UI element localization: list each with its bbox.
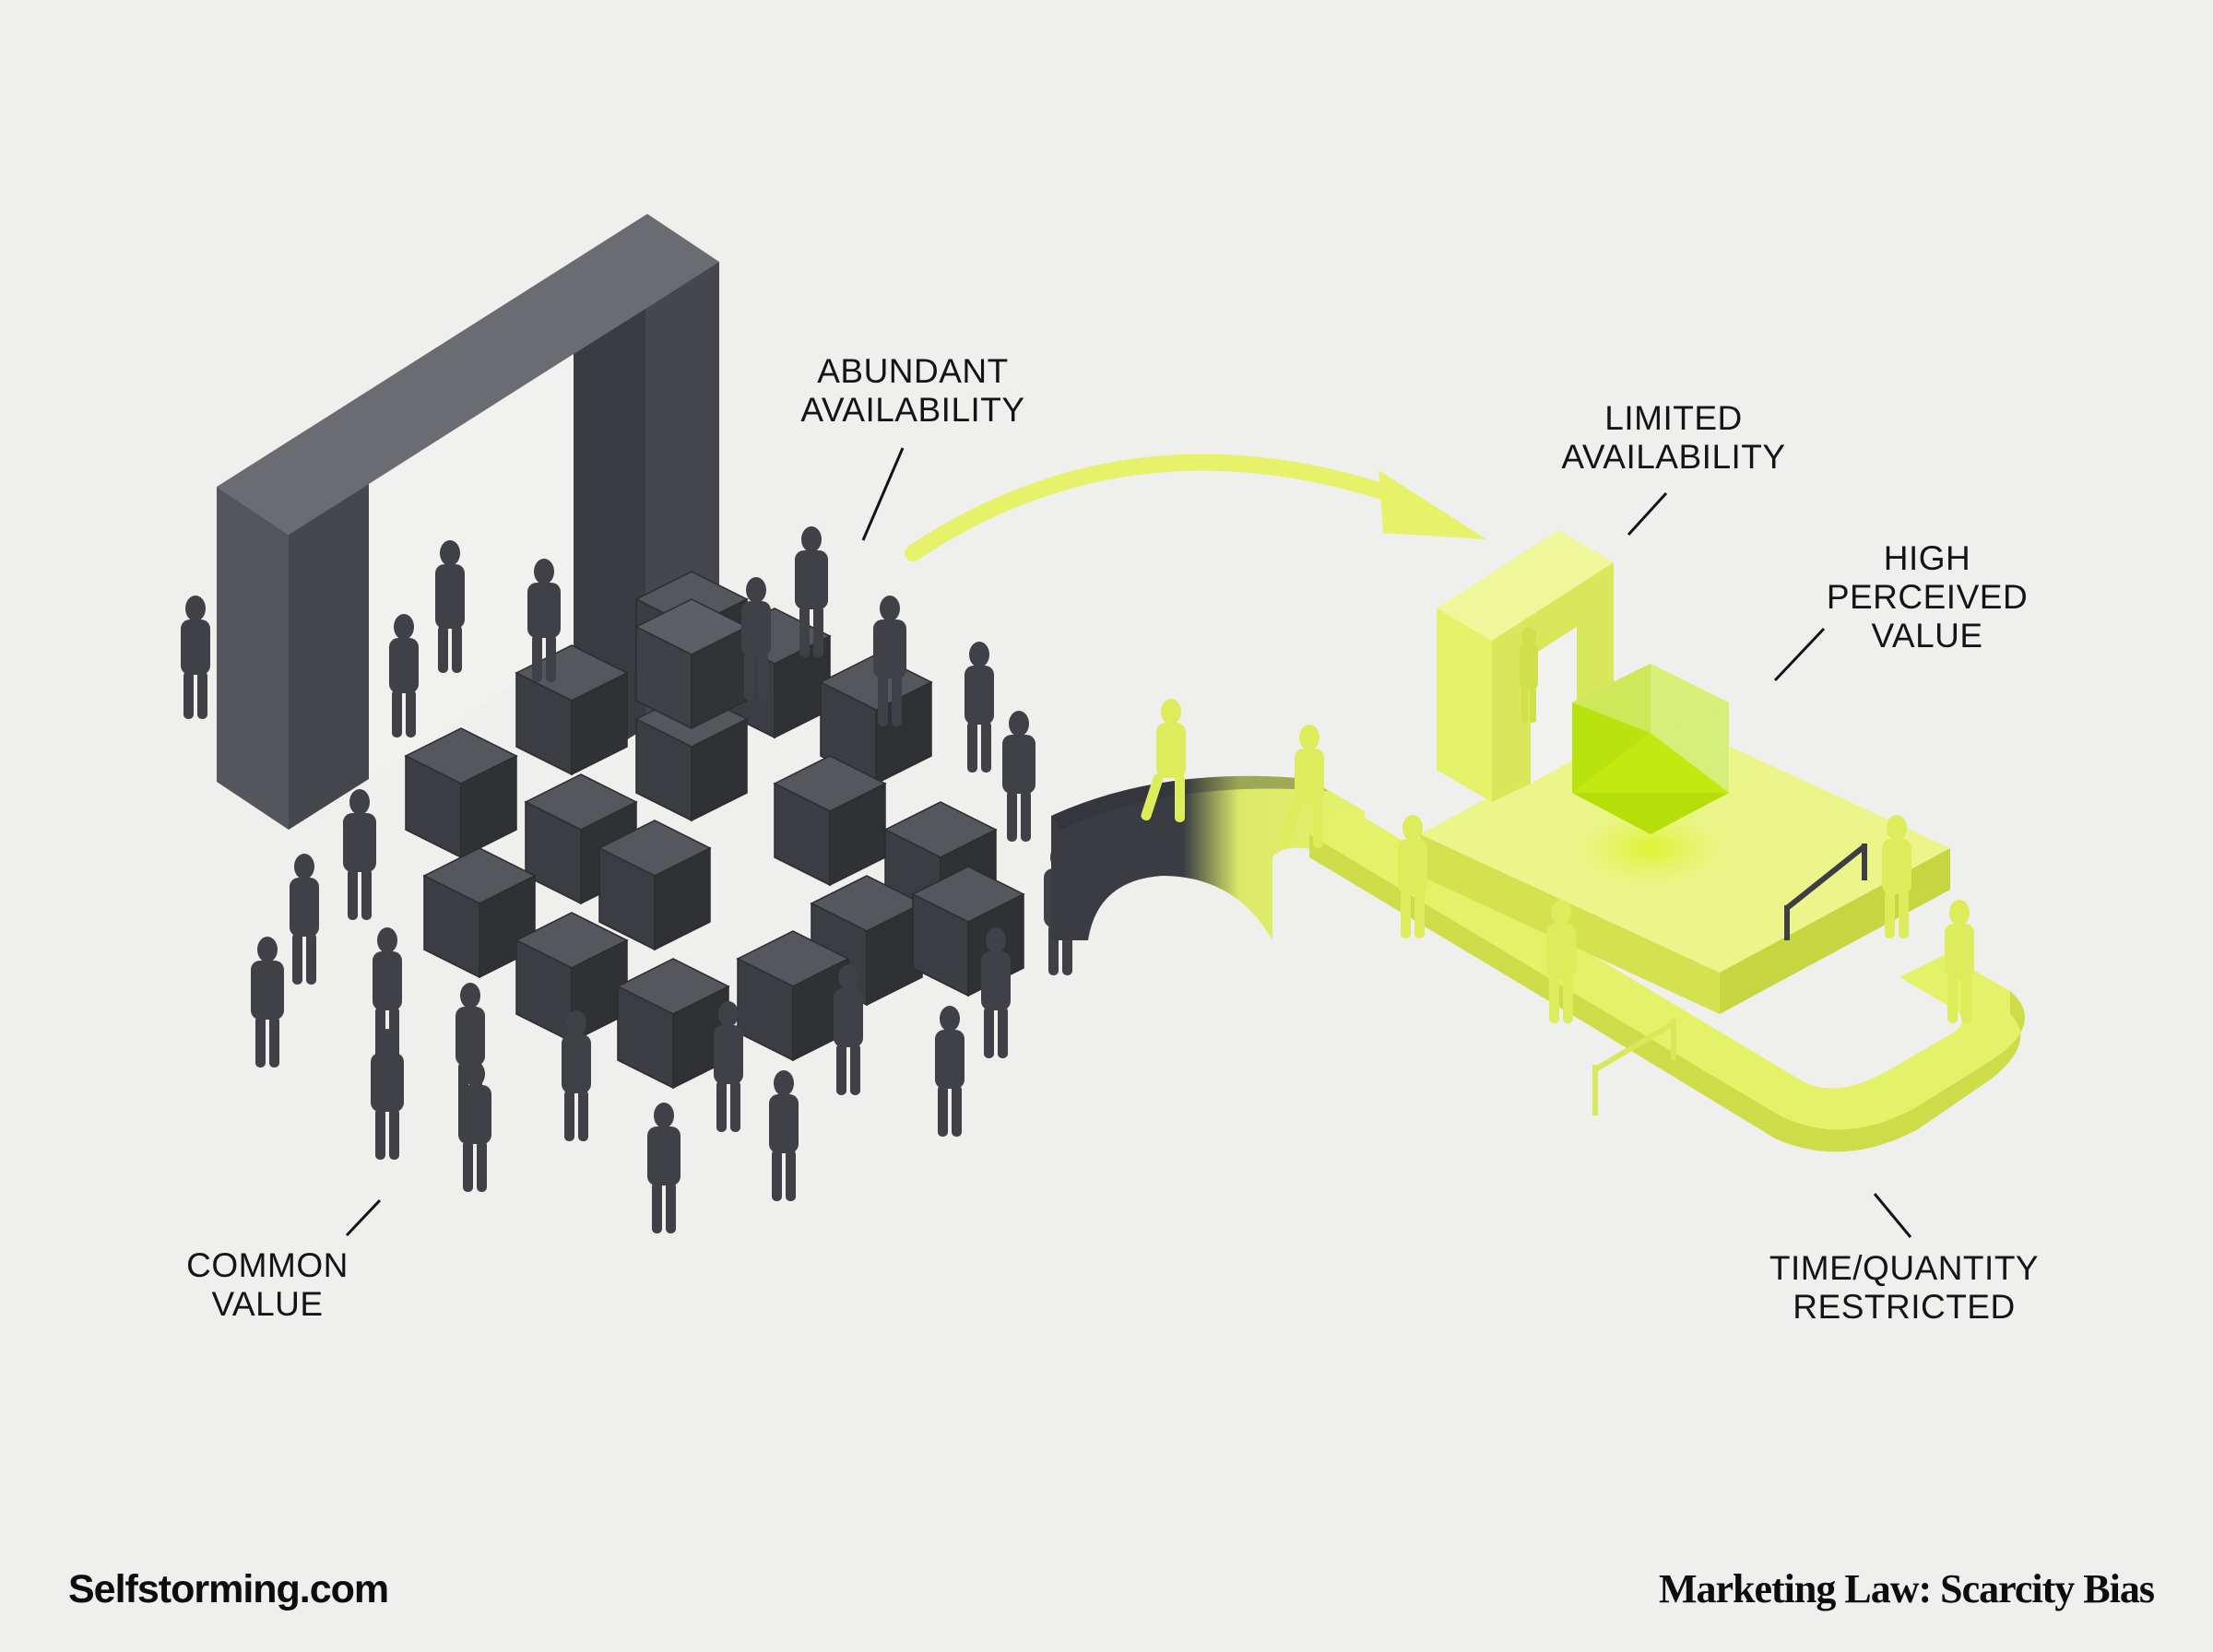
lime-barrier bbox=[1592, 1019, 1676, 1115]
label-abundant-availability: ABUNDANT AVAILABILITY bbox=[800, 352, 1025, 429]
brand-logo-text: Selfstorming.com bbox=[68, 1567, 389, 1611]
label-limited-availability: LIMITED AVAILABILITY bbox=[1561, 399, 1786, 476]
crowd bbox=[181, 526, 1077, 1233]
leader-lines bbox=[345, 447, 1912, 1238]
page-title: Marketing Law: Scarcity Bias bbox=[1658, 1566, 2155, 1611]
lime-platform bbox=[1420, 710, 1950, 1014]
label-high-perceived-value: HIGH PERCEIVED VALUE bbox=[1826, 539, 2029, 655]
label-common-value: COMMON VALUE bbox=[186, 1246, 349, 1323]
lime-queue-path bbox=[1309, 807, 2025, 1152]
transition-arrow bbox=[905, 454, 1486, 561]
label-time-quantity-restricted: TIME/QUANTITY RESTRICTED bbox=[1769, 1249, 2040, 1326]
dark-barrier bbox=[1784, 844, 1867, 940]
lime-figures bbox=[1141, 699, 1974, 1023]
dark-cubes bbox=[404, 571, 1025, 1090]
gem-icosahedron bbox=[1572, 664, 1729, 834]
